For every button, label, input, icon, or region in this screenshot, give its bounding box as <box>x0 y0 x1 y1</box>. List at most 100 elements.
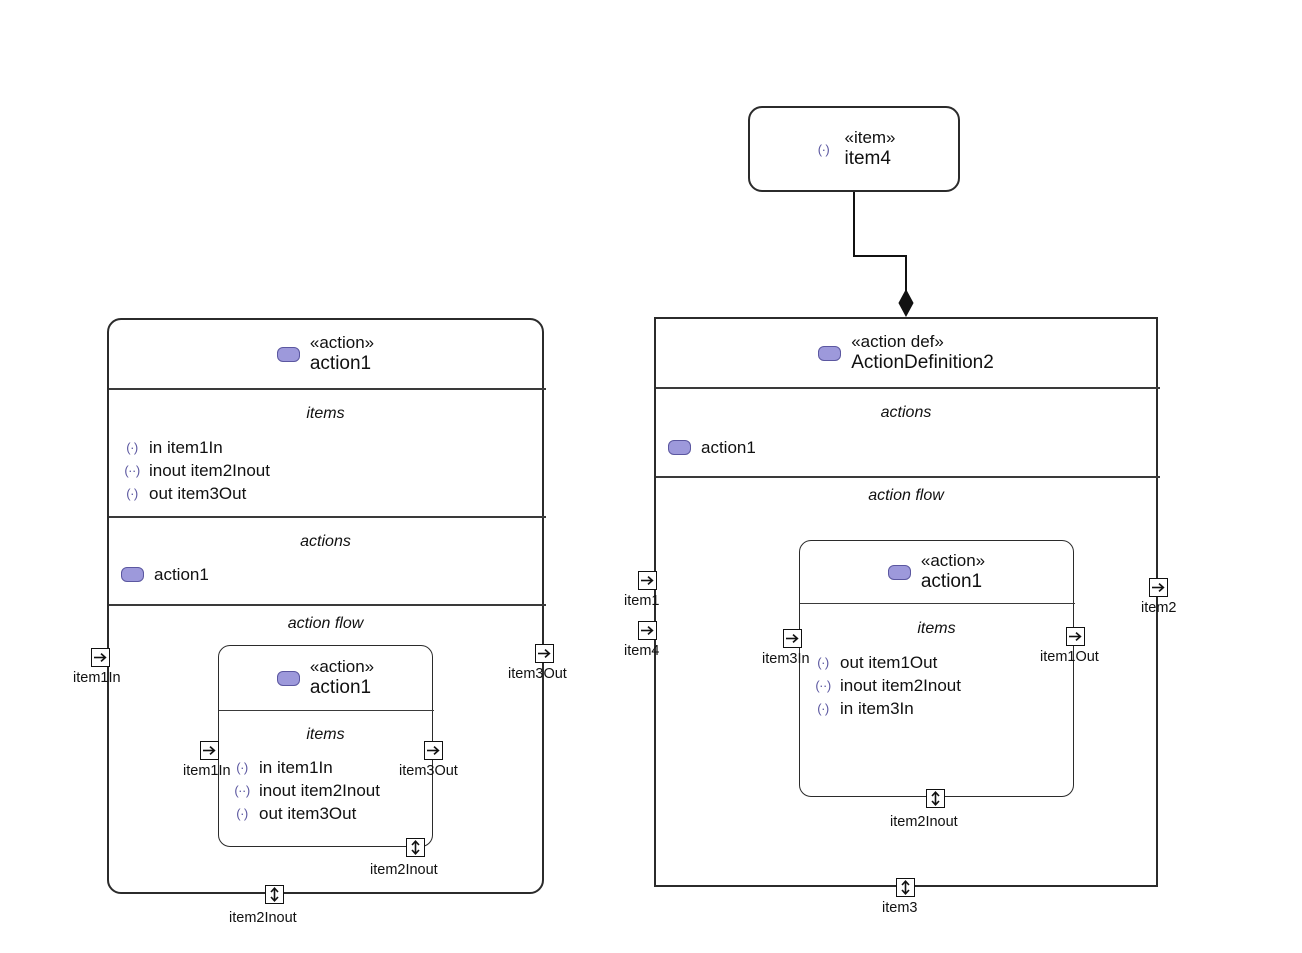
out-arrow-icon <box>427 746 440 755</box>
port-item4[interactable] <box>638 621 657 640</box>
right-nested-action-block[interactable]: «action» action1 items (·) out item1Out … <box>799 540 1075 797</box>
divider-header-items <box>109 388 546 390</box>
list-item[interactable]: (··) inout item2Inout <box>812 674 1072 697</box>
inout-direction-icon: (··) <box>234 783 250 798</box>
port-item1In[interactable] <box>91 648 110 667</box>
port-label-nested-item3Out: item3Out <box>399 763 458 779</box>
list-item[interactable]: action1 <box>668 436 1148 459</box>
port-item1[interactable] <box>638 571 657 590</box>
inout-arrow-icon <box>901 880 910 895</box>
port-label-nested-item2Inout-right: item2Inout <box>890 814 958 830</box>
item-text: in item1In <box>259 757 333 777</box>
list-item[interactable]: (··) inout item2Inout <box>121 459 541 482</box>
left-nested-name: action1 <box>309 676 372 698</box>
right-nested-keyword: «action» <box>920 551 986 571</box>
left-nested-items-label: items <box>306 726 345 743</box>
port-nested-item2Inout[interactable] <box>406 838 425 857</box>
divider-right-header-actions <box>656 387 1160 389</box>
action-text: action1 <box>701 437 756 457</box>
right-action-flow-compartment-label: action flow <box>868 487 944 504</box>
list-item[interactable]: (·) in item1In <box>231 756 431 779</box>
right-nested-action-header: «action» action1 <box>800 541 1073 603</box>
out-direction-icon: (·) <box>817 655 829 670</box>
in-port-glyph: (·) <box>817 141 830 157</box>
port-label-nested-item1Out: item1Out <box>1040 649 1099 665</box>
right-actiondef-keyword: «action def» <box>851 332 944 352</box>
port-item2[interactable] <box>1149 578 1168 597</box>
port-label-nested-item2Inout: item2Inout <box>370 862 438 878</box>
divider-right-actions-flow <box>656 476 1160 478</box>
port-label-item3Out: item3Out <box>508 666 567 682</box>
port-item3Out[interactable] <box>535 644 554 663</box>
left-action-header: «action» action1 <box>109 320 542 388</box>
out-arrow-icon <box>538 649 551 658</box>
in-arrow-icon <box>641 626 654 635</box>
divider-actions-flow <box>109 604 546 606</box>
left-action-name: action1 <box>309 352 372 374</box>
left-action-keyword: «action» <box>309 333 375 353</box>
port-nested-item1Out[interactable] <box>1066 627 1085 646</box>
inout-direction-icon: (··) <box>815 678 831 693</box>
left-actions-list: action1 <box>121 563 541 586</box>
left-nested-action-header: «action» action1 <box>219 646 432 710</box>
item-text: out item3Out <box>259 803 357 823</box>
port-nested-item3Out[interactable] <box>424 741 443 760</box>
list-item[interactable]: (··) inout item2Inout <box>231 779 431 802</box>
port-label-item2Inout-outer: item2Inout <box>229 910 297 926</box>
port-nested-item1In[interactable] <box>200 741 219 760</box>
port-nested-item2Inout-right[interactable] <box>926 789 945 808</box>
right-actions-compartment-label: actions <box>880 404 932 421</box>
filled-diamond-marker <box>898 288 914 318</box>
list-item[interactable]: (·) in item1In <box>121 436 541 459</box>
action-pill-icon <box>276 346 300 362</box>
port-nested-item3In[interactable] <box>783 629 802 648</box>
right-actiondef-name: ActionDefinition2 <box>851 351 994 373</box>
port-item3[interactable] <box>896 878 915 897</box>
item4-keyword: «item» <box>844 128 896 148</box>
item-text: in item3In <box>840 698 914 718</box>
out-arrow-icon <box>1152 583 1165 592</box>
in-direction-icon: (·) <box>236 760 248 775</box>
composition-connector <box>853 192 914 318</box>
list-item[interactable]: (·) out item3Out <box>121 482 541 505</box>
action-pill-icon <box>668 440 691 455</box>
list-item[interactable]: (·) in item3In <box>812 697 1072 720</box>
list-item[interactable]: (·) out item1Out <box>812 651 1072 674</box>
item4-block[interactable]: (·) «item» item4 <box>748 106 960 192</box>
item4-name: item4 <box>844 147 891 169</box>
left-items-list: (·) in item1In (··) inout item2Inout (·)… <box>121 436 541 505</box>
inout-arrow-icon <box>931 791 940 806</box>
port-item2Inout-outer[interactable] <box>265 885 284 904</box>
in-direction-icon: (·) <box>126 440 138 455</box>
action-pill-icon <box>276 670 300 686</box>
out-direction-icon: (·) <box>126 486 138 501</box>
right-actiondef-header: «action def» ActionDefinition2 <box>656 319 1156 387</box>
out-arrow-icon <box>1069 632 1082 641</box>
divider-right-nested-header-items <box>800 603 1075 604</box>
port-label-item1: item1 <box>624 593 660 609</box>
left-nested-keyword: «action» <box>309 657 375 677</box>
list-item[interactable]: action1 <box>121 563 541 586</box>
left-items-compartment-label: items <box>306 405 345 422</box>
in-arrow-icon <box>94 653 107 662</box>
left-actions-compartment-label: actions <box>300 533 351 550</box>
right-actions-list: action1 <box>668 436 1148 459</box>
item-text: inout item2Inout <box>149 460 270 480</box>
item-text: out item1Out <box>840 652 938 672</box>
list-item[interactable]: (·) out item3Out <box>231 802 431 825</box>
left-nested-action-block[interactable]: «action» action1 items (·) in item1In (·… <box>218 645 434 847</box>
divider-items-actions <box>109 516 546 518</box>
inout-direction-icon: (··) <box>124 463 140 478</box>
port-label-item2: item2 <box>1141 600 1177 616</box>
left-nested-items-list: (·) in item1In (··) inout item2Inout (·)… <box>231 756 431 825</box>
in-arrow-icon <box>203 746 216 755</box>
left-action-flow-compartment-label: action flow <box>287 615 364 632</box>
port-label-item1In: item1In <box>73 670 121 686</box>
port-label-item4: item4 <box>624 643 660 659</box>
right-nested-items-list: (·) out item1Out (··) inout item2Inout (… <box>812 651 1072 720</box>
in-arrow-icon <box>786 634 799 643</box>
item-text: inout item2Inout <box>259 780 380 800</box>
action-pill-icon <box>121 567 144 582</box>
out-direction-icon: (·) <box>236 806 248 821</box>
